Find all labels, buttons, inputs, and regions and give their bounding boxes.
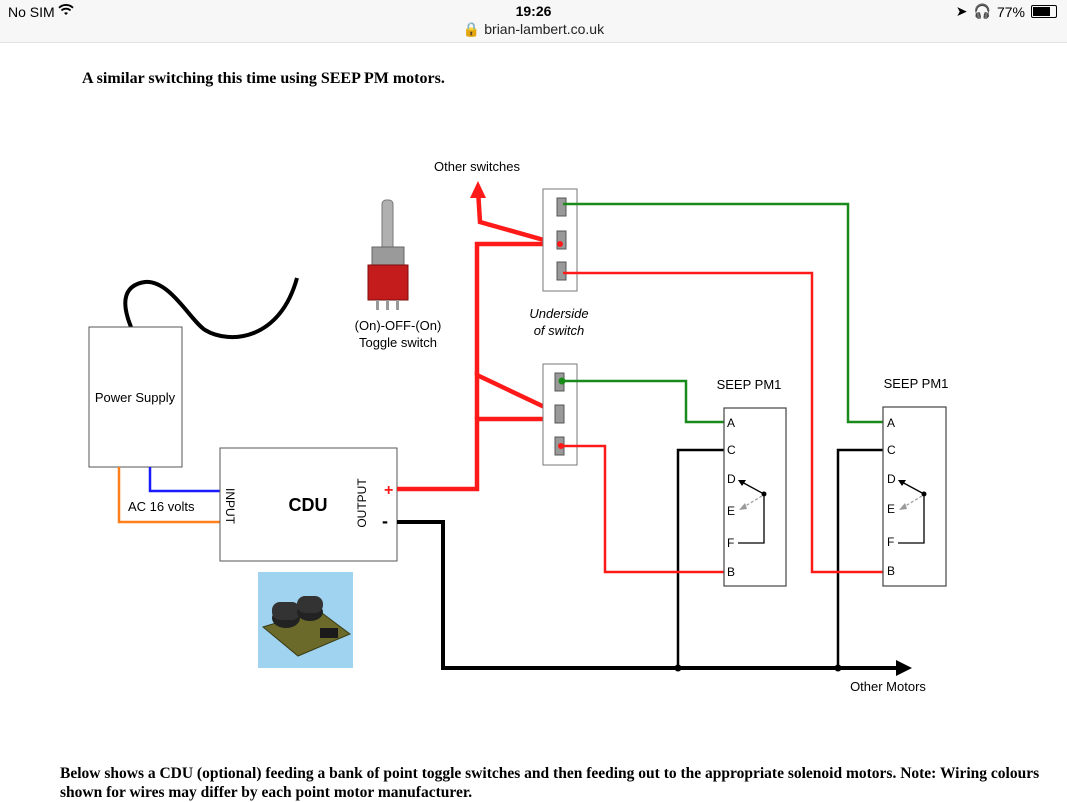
- seep1-terminal-e: E: [727, 504, 735, 518]
- seep1-dashed-arm: [741, 495, 763, 509]
- black-return: [397, 520, 900, 670]
- seep2-contact-arm: [899, 480, 925, 495]
- seep2-terminal-f: F: [887, 535, 894, 549]
- switch-tag: [556, 261, 567, 281]
- other-switches-arrow: [470, 181, 486, 198]
- right-status: ➤ 🎧 77%: [956, 3, 1057, 20]
- cdu-box: [219, 447, 398, 562]
- switch-tag: [556, 197, 567, 217]
- seep1-arrow-e: [739, 503, 747, 510]
- other-motors-arrow: [896, 660, 912, 676]
- seep1-terminal-c: C: [727, 443, 736, 457]
- power-supply-box: [88, 326, 183, 468]
- solder-dot: [558, 377, 566, 385]
- green-wire-switch2: [560, 379, 724, 424]
- carrier-label: No SIM: [8, 4, 55, 20]
- seep2-terminal-c: C: [887, 443, 896, 457]
- mains-cable: [123, 277, 299, 339]
- red-wire-switch2: [560, 444, 724, 574]
- cdu-board-photo: [258, 572, 353, 668]
- seep1-terminal-d: D: [727, 472, 736, 486]
- seep2-terminal-a: A: [887, 416, 895, 430]
- seep2-dashed-arm: [901, 495, 923, 509]
- seep2-common-wire: [898, 494, 925, 544]
- orange-wire: [117, 467, 220, 524]
- seep1-arrow-d: [738, 480, 746, 486]
- battery-icon: [1031, 5, 1057, 18]
- wifi-icon: [58, 2, 74, 21]
- lock-icon: 🔒: [462, 21, 481, 37]
- cdu-plus-label: +: [384, 482, 393, 499]
- red-feed-top: [474, 241, 558, 375]
- address-bar[interactable]: 🔒 brian-lambert.co.uk: [0, 21, 1067, 38]
- solder-dot: [557, 241, 563, 247]
- junction-dot: [834, 664, 842, 672]
- battery-percent: 77%: [996, 3, 1025, 20]
- seep2-arrow-e: [899, 503, 907, 510]
- seep1-box: [723, 407, 787, 587]
- cdu-output-label: OUTPUT: [355, 478, 369, 528]
- solder-dot: [558, 443, 564, 449]
- other-switches-label: Other switches: [434, 159, 520, 174]
- seep1-title: SEEP PM1: [717, 377, 782, 392]
- seep1-terminal-b: B: [727, 565, 735, 579]
- battery-level-fill: [1033, 7, 1050, 16]
- page-heading: A similar switching this time using SEEP…: [82, 70, 445, 87]
- other-motors-label: Other Motors: [850, 679, 926, 694]
- cdu-minus-label: -: [382, 511, 388, 531]
- seep2-box: [882, 406, 947, 587]
- url-text: brian-lambert.co.uk: [484, 21, 605, 37]
- switch-tag: [554, 404, 565, 424]
- red-other-switches: [475, 189, 559, 247]
- toggle-switch-icon: [367, 199, 409, 310]
- status-bar: No SIM 19:26 🔒 brian-lambert.co.uk ➤ 🎧 7…: [0, 0, 1067, 43]
- seep1-common-wire: [738, 494, 765, 544]
- black-to-seep1: [676, 448, 724, 668]
- seep1-contact-arm: [739, 480, 765, 495]
- seep2-terminal-e: E: [887, 502, 895, 516]
- switch-tag: [556, 230, 567, 250]
- black-to-seep2: [836, 448, 883, 668]
- green-wire-switch1: [563, 202, 883, 424]
- seep1-terminal-a: A: [727, 416, 735, 430]
- headphones-icon: 🎧: [973, 3, 991, 19]
- location-arrow-icon: ➤: [955, 3, 968, 19]
- red-wire-switch1: [563, 271, 883, 574]
- cdu-label: CDU: [289, 495, 328, 515]
- ac-label: AC 16 volts: [128, 499, 195, 514]
- toggle-label-1: (On)-OFF-(On): [355, 318, 442, 333]
- underside-label-2: of switch: [534, 323, 585, 338]
- red-feed-main: [397, 416, 543, 492]
- seep2-arrow-d: [898, 480, 906, 486]
- page-footer: Below shows a CDU (optional) feeding a b…: [60, 765, 1040, 801]
- toggle-label-2: Toggle switch: [359, 335, 437, 350]
- underside-label-1: Underside: [529, 306, 588, 321]
- seep2-title: SEEP PM1: [884, 376, 949, 391]
- blue-wire: [148, 467, 220, 493]
- seep2-terminal-b: B: [887, 564, 895, 578]
- cdu-input-label: INPUT: [223, 488, 237, 525]
- seep2-terminal-d: D: [887, 472, 896, 486]
- power-supply-label: Power Supply: [95, 390, 176, 405]
- seep1-terminal-f: F: [727, 536, 734, 550]
- clock: 19:26: [515, 3, 552, 19]
- junction-dot: [674, 664, 682, 672]
